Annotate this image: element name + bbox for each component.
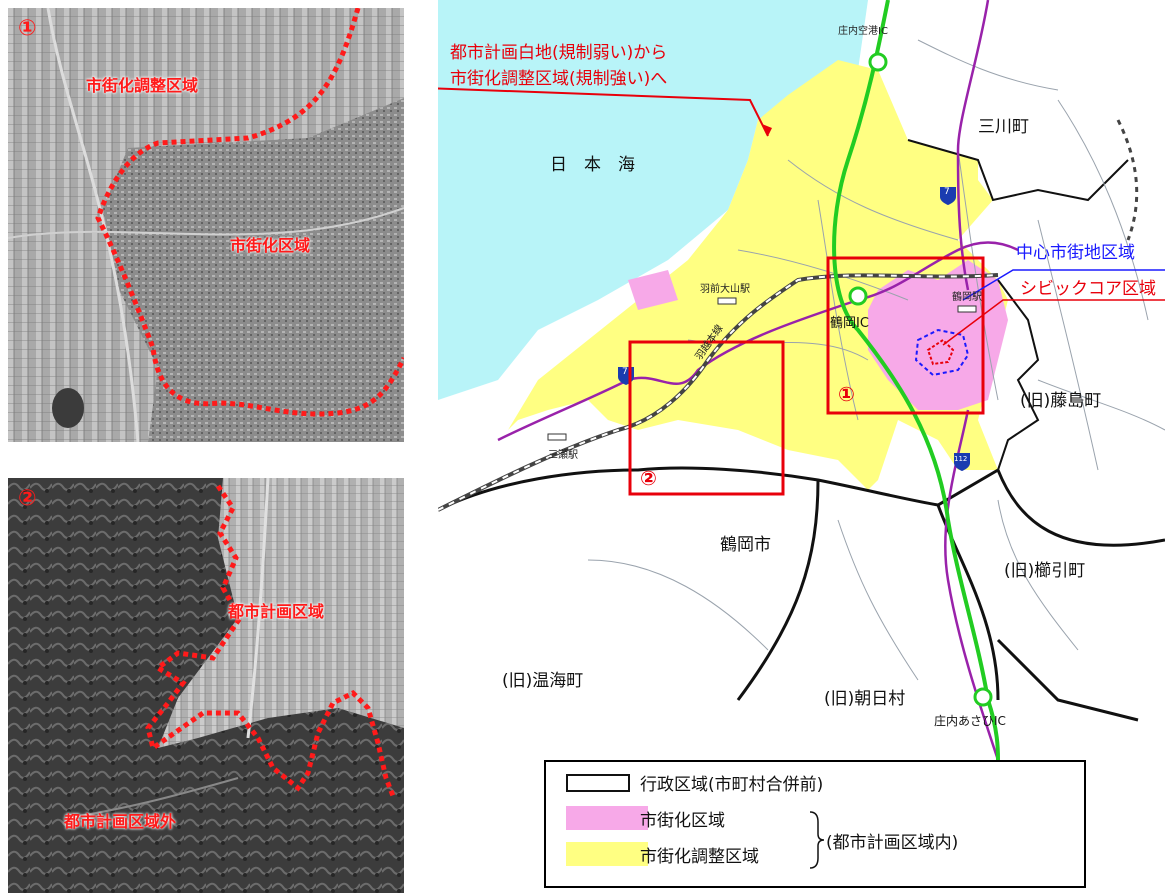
expressway [832, 0, 1000, 761]
sanze-station-marker [547, 433, 567, 441]
sea-label: 日 本 海 [550, 155, 635, 175]
national-road-route7 [497, 0, 1019, 442]
haze-oyama-station-label: 羽前大山駅 [700, 284, 750, 295]
urbanization-area-label: 市街化区域 [230, 236, 311, 255]
route112-shield [954, 453, 970, 471]
legend-control-label: 市街化調整区域 [640, 847, 759, 867]
atsumi-label: (旧)温海町 [502, 671, 584, 691]
route7-number-west: 7 [622, 367, 628, 377]
legend-admin-swatch [566, 774, 630, 792]
route7-number: 7 [944, 187, 950, 197]
fujishima-label: (旧)藤島町 [1020, 391, 1102, 411]
route112-number: 112 [954, 455, 968, 463]
shonai-asahi-ic-marker [973, 687, 993, 707]
legend-control-swatch [566, 842, 648, 866]
tsuruoka-station-marker [957, 305, 977, 313]
sanze-station-label: 三瀬駅 [548, 450, 578, 461]
shonai-airport-ic-label: 庄内空港IC [838, 26, 888, 37]
legend-admin-label: 行政区域(市町村合併前) [640, 775, 824, 795]
city-planning-area-label: 都市計画区域 [228, 602, 325, 621]
shonai-airport-ic-marker [868, 52, 888, 72]
haze-oyama-station-marker [717, 297, 737, 305]
focus-box-2-number: ② [640, 466, 657, 490]
shonai-asahi-ic-label: 庄内あさひIC [934, 714, 1006, 728]
urbanization-control-area-label: 市街化調整区域 [86, 76, 199, 95]
annotation-line1: 都市計画白地(規制弱い)から [450, 43, 668, 63]
civic-core-label: シビックコア区域 [1020, 279, 1156, 299]
tsuruoka-ic-label: 鶴岡IC [830, 316, 869, 331]
aerial-photo-2: ② 都市計画区域 都市計画区域外 [8, 478, 404, 893]
city-planning-map: 都市計画白地(規制弱い)から 市街化調整区域(規制強い)へ 日 本 海 三川町 … [425, 0, 1165, 893]
tsuruoka-city-label: 鶴岡市 [720, 535, 771, 555]
focus-box-1 [826, 256, 985, 415]
outside-city-planning-area-label: 都市計画区域外 [64, 812, 177, 831]
tsuruoka-ic-marker [848, 286, 868, 306]
mikawa-label: 三川町 [978, 117, 1029, 137]
legend-urbanization-swatch [566, 806, 648, 830]
aerial-photo-2-image [8, 478, 404, 893]
legend-urbanization-label: 市街化区域 [640, 811, 725, 831]
civic-core-outline [926, 338, 955, 366]
annotation-line2: 市街化調整区域(規制強い)へ [450, 69, 668, 89]
legend-brace-icon [809, 811, 825, 869]
admin-boundary-tsuruoka [437, 466, 1165, 701]
kushibiki-label: (旧)櫛引町 [1004, 561, 1086, 581]
focus-box-2 [628, 340, 785, 496]
focus-box-1-number: ① [838, 382, 855, 406]
aerial-photo-1-image [8, 8, 404, 442]
map-legend: 行政区域(市町村合併前) 市街化区域 市街化調整区域 (都市計画区域内) [544, 760, 1086, 888]
sea-area [438, 0, 868, 400]
route7-shield [940, 187, 956, 205]
urbanization-control-area [508, 60, 1008, 490]
legend-inside-label: (都市計画区域内) [826, 833, 959, 853]
photo-1-number: ① [18, 16, 37, 41]
map-canvas [425, 0, 1165, 761]
central-district-label: 中心市街地区域 [1016, 243, 1135, 263]
asahi-label: (旧)朝日村 [824, 689, 906, 709]
aerial-photo-1: ① 市街化調整区域 市街化区域 [8, 8, 404, 442]
central-district-outline [914, 328, 970, 377]
tsuruoka-station-label: 鶴岡駅 [952, 292, 982, 303]
photo-2-number: ② [18, 486, 37, 511]
